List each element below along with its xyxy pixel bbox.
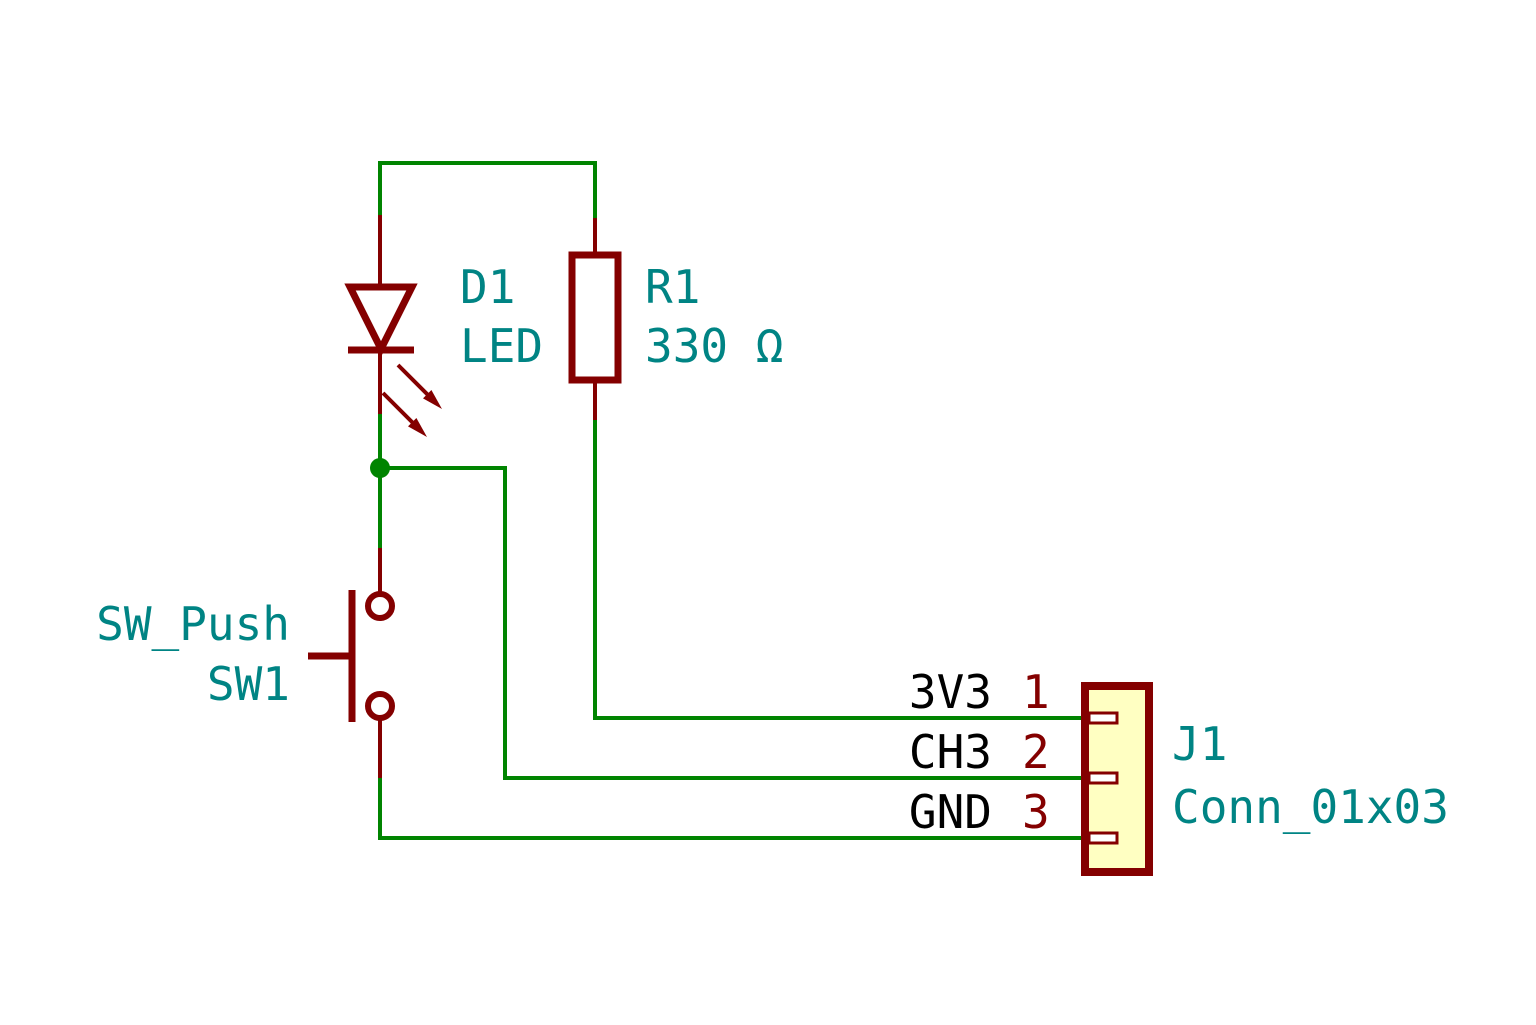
net-label-3v3: 3V3 xyxy=(909,665,992,719)
switch-contact-bottom xyxy=(365,691,395,721)
led-value-label: LED xyxy=(460,319,543,373)
pin-number-3: 3 xyxy=(1022,785,1050,839)
led-emission-arrowhead-1 xyxy=(423,390,442,409)
connector-reference-label: J1 xyxy=(1172,717,1227,771)
resistor-body xyxy=(568,251,622,384)
wire-resistor-to-3v3 xyxy=(593,420,1085,720)
wire-top-led-to-resistor xyxy=(378,161,597,218)
led-emission-arrowhead-2 xyxy=(408,418,427,437)
connector-pin-stub-3 xyxy=(1087,831,1119,845)
net-label-gnd: GND xyxy=(909,785,992,839)
wire-switch-to-gnd xyxy=(378,778,1085,840)
connector-pin-stub-2 xyxy=(1087,771,1119,785)
pin-number-1: 1 xyxy=(1022,665,1050,719)
resistor-symbol: R1 330 Ω xyxy=(568,218,783,420)
connector-symbol: J1 Conn_01x03 xyxy=(1081,682,1449,876)
led-symbol: D1 LED xyxy=(344,215,543,437)
connector-pin-stub-1 xyxy=(1087,711,1119,725)
switch-symbol: SW_Push SW1 xyxy=(96,548,395,778)
net-labels: 3V3 1 CH3 2 GND 3 xyxy=(909,665,1050,839)
led-reference-label: D1 xyxy=(460,260,515,314)
resistor-value-label: 330 Ω xyxy=(645,319,783,373)
connector-value-label: Conn_01x03 xyxy=(1172,780,1449,834)
switch-contact-top xyxy=(365,591,395,621)
wire-junction-to-ch3 xyxy=(380,466,1085,780)
switch-value-label: SW_Push xyxy=(96,597,290,651)
switch-reference-label: SW1 xyxy=(207,657,290,711)
pin-number-2: 2 xyxy=(1022,725,1050,779)
resistor-reference-label: R1 xyxy=(645,260,700,314)
wire-junction-dot xyxy=(370,458,390,478)
led-triangle xyxy=(344,283,418,357)
net-label-ch3: CH3 xyxy=(909,725,992,779)
